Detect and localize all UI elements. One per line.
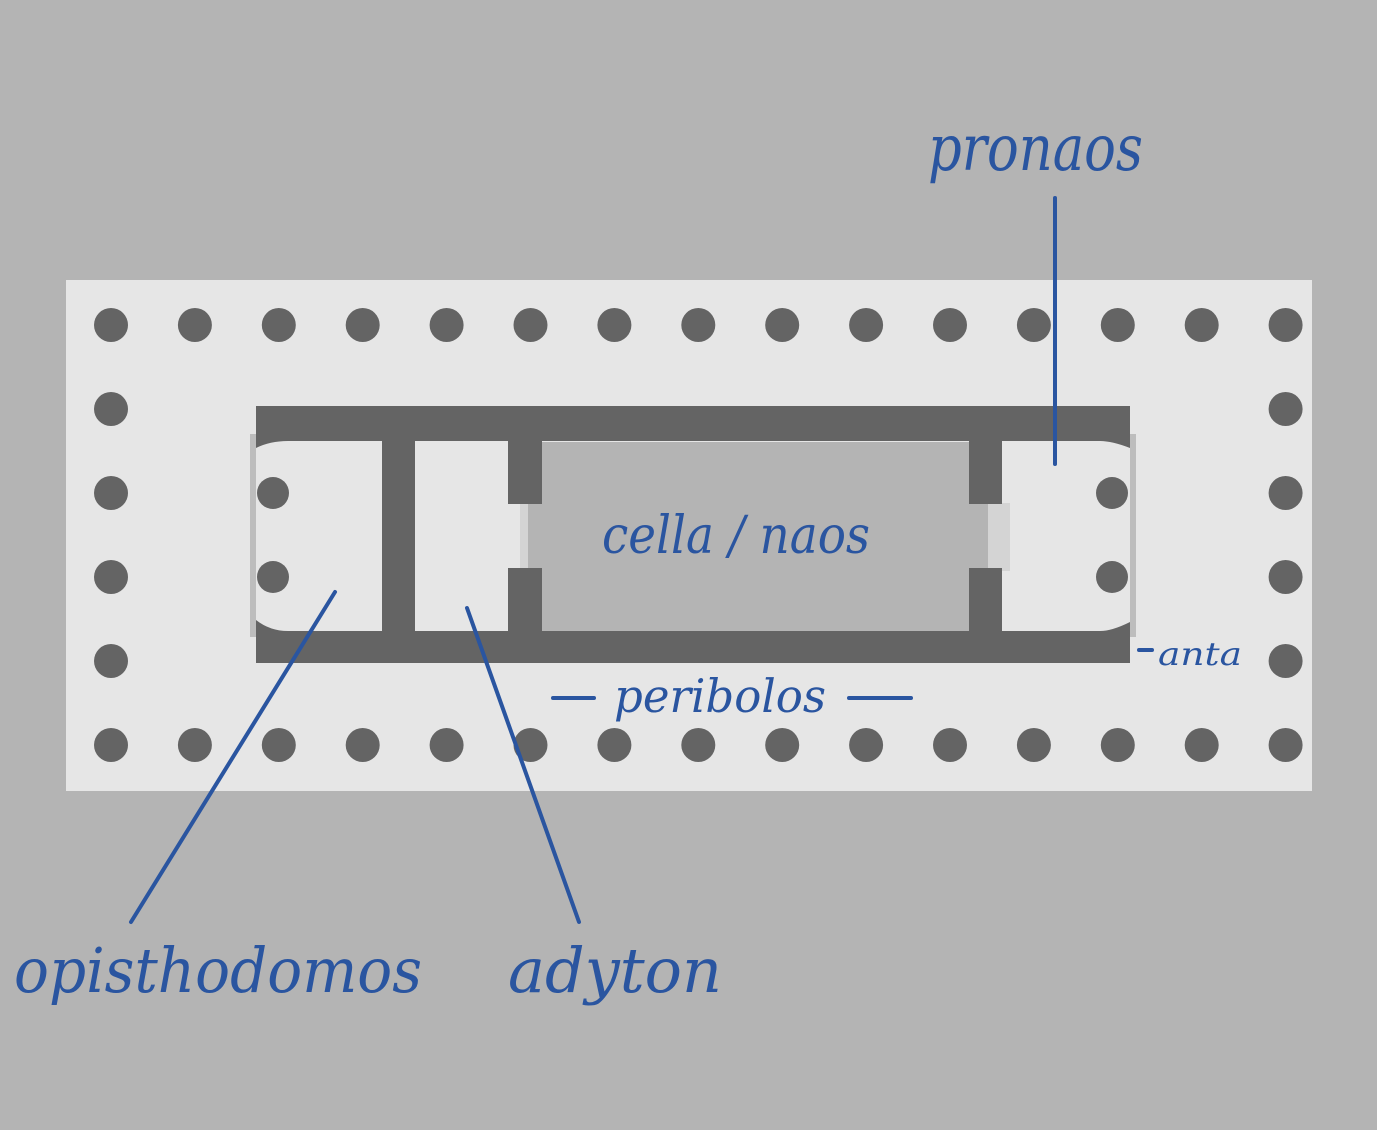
peristyle-column (1268, 728, 1303, 762)
label-pronaos: pronaos (928, 112, 1143, 186)
peristyle-column (1100, 728, 1135, 762)
opisthodomos-leader (129, 590, 337, 924)
peristyle-column (345, 728, 380, 762)
peristyle-column (597, 308, 632, 342)
peristyle-column (765, 728, 800, 762)
cella-floor (522, 442, 992, 632)
label-adyton: adyton (508, 934, 722, 1007)
opisthodomos-adyton-wall (382, 406, 415, 663)
peristyle-column (1268, 392, 1303, 426)
peristyle-column (681, 728, 716, 762)
cella-door-right (988, 503, 1010, 571)
peristyle-column (94, 476, 128, 510)
label-peribolos: peribolos (614, 669, 826, 723)
label-opisthodomos: opisthodomos (14, 934, 422, 1007)
peristyle-column (597, 728, 632, 762)
peristyle-column (1268, 560, 1303, 594)
peristyle-column (1268, 644, 1303, 678)
column (1096, 477, 1128, 509)
peristyle-column (429, 728, 464, 762)
cella-pronaos-wall-top (969, 406, 1002, 504)
peristyle-column (933, 728, 967, 762)
peristyle-column (94, 560, 128, 594)
opisthodomos-anta-edge (250, 434, 256, 637)
peristyle-column (765, 308, 800, 342)
leader-lines (129, 196, 1154, 924)
adyton-cella-wall-top (508, 406, 542, 504)
peristyle-column (94, 308, 128, 342)
peristyle-column (94, 392, 128, 426)
adyton-cella-wall-bottom (508, 568, 542, 663)
cella-door-left (520, 503, 528, 568)
peristyle-column (429, 308, 464, 342)
opisthodomos-columns (257, 477, 289, 593)
peristyle-column (933, 308, 967, 342)
peristyle-column (849, 728, 884, 762)
peristyle-column (261, 308, 296, 342)
peristyle-column (849, 308, 884, 342)
peristyle-column (345, 308, 380, 342)
column (257, 561, 289, 593)
cella-walls (256, 406, 1130, 663)
peristyle-column (513, 728, 548, 762)
column (257, 477, 289, 509)
pronaos-columns (1096, 477, 1128, 593)
peristyle-column (1100, 308, 1135, 342)
pronaos-anta-edge (1130, 434, 1136, 637)
peristyle-columns (94, 308, 1303, 762)
peristyle-column (1184, 728, 1219, 762)
column (1096, 561, 1128, 593)
peristyle-column (94, 644, 128, 678)
peristyle-column (94, 728, 128, 762)
south-wall (256, 620, 1130, 663)
peristyle-column (261, 728, 296, 762)
peristyle-column (681, 308, 716, 342)
peristyle-column (1016, 728, 1051, 762)
peristyle-column (177, 728, 212, 762)
peristyle-column (513, 308, 548, 342)
peristyle-column (1268, 308, 1303, 342)
adyton-leader (465, 606, 581, 924)
peristyle-column (177, 308, 212, 342)
label-anta: anta (1158, 635, 1242, 673)
north-wall (256, 406, 1130, 448)
peristyle-column (1268, 476, 1303, 510)
peristyle-column (1184, 308, 1219, 342)
label-cella: cella / naos (602, 506, 870, 566)
cella-pronaos-wall-bottom (969, 568, 1002, 663)
peristyle-column (1016, 308, 1051, 342)
